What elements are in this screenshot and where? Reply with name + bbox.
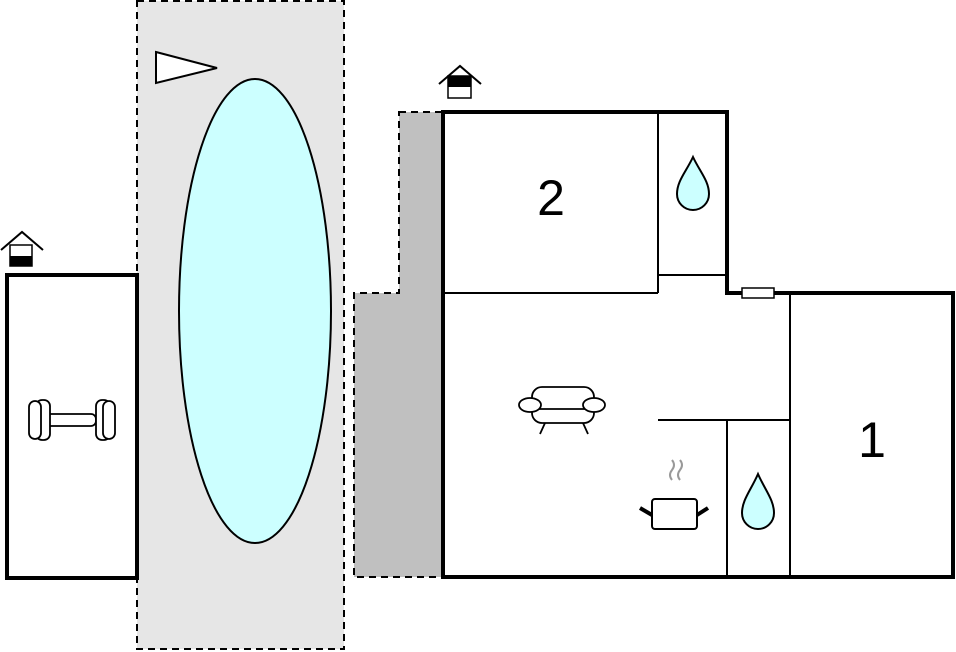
room-label-2: 2 (537, 170, 565, 226)
house-entrance-icon (0, 230, 44, 267)
interior-walls (443, 112, 791, 577)
house-outline (441, 110, 955, 579)
cooking-pot-icon (638, 459, 710, 530)
window (741, 287, 775, 299)
room-label-1: 1 (858, 412, 886, 468)
sofa-icon (518, 386, 606, 435)
direction-pointer-icon (155, 50, 218, 85)
terrace (353, 111, 444, 578)
pool (178, 78, 332, 544)
water-drop-icon (675, 154, 711, 211)
water-drop-icon (740, 471, 776, 530)
dumbbell-icon (28, 399, 116, 441)
house-entrance-icon (438, 64, 482, 99)
